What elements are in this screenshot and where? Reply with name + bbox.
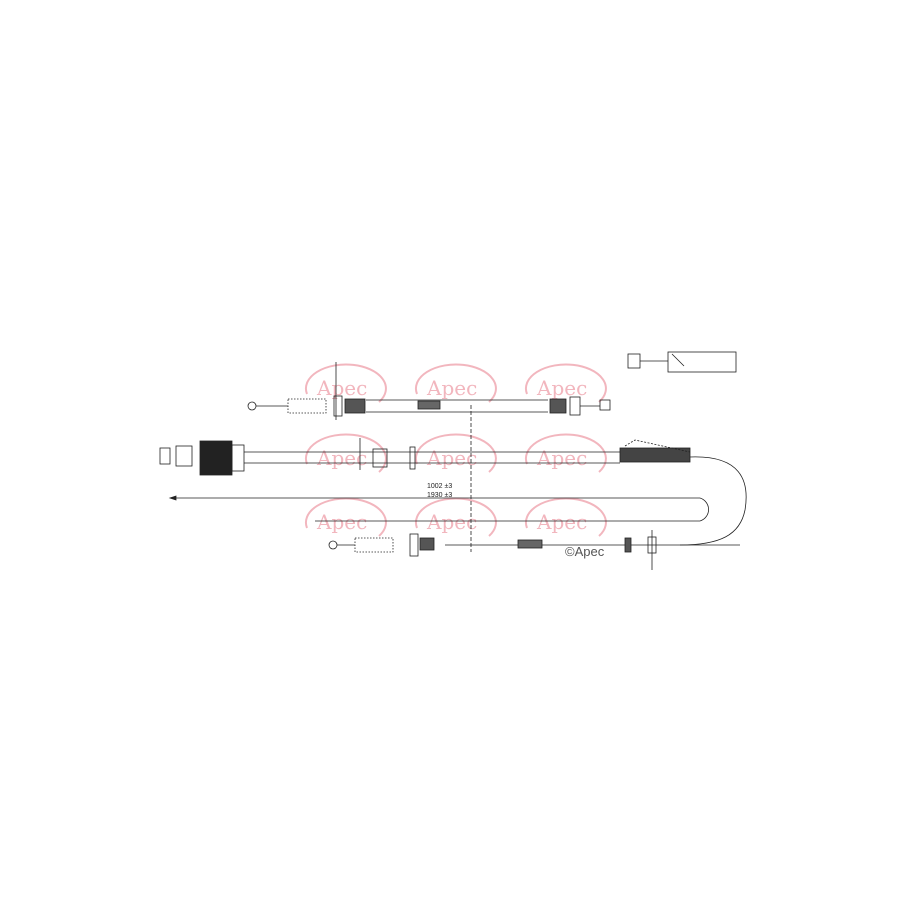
watermark-text: Apec: [536, 446, 587, 470]
watermark-arc: [414, 497, 497, 537]
watermark-text: Apec: [426, 510, 477, 534]
watermark-arc: [304, 497, 387, 537]
detail-inset: [627, 351, 737, 373]
watermark-text: Apec: [426, 376, 477, 400]
watermark-arc: [304, 433, 387, 473]
watermark-text: Apec: [316, 510, 367, 534]
watermark-arc: [524, 433, 607, 473]
watermark-arc: [414, 433, 497, 473]
dimension-1002: 1002 ±3: [427, 483, 452, 490]
watermark-arc: [524, 497, 607, 537]
watermark-text: Apec: [536, 376, 587, 400]
watermark-arc: [524, 363, 607, 403]
upper-cable: [247, 362, 611, 420]
watermark-arc: [414, 363, 497, 403]
copyright-text: ©Apec: [565, 544, 605, 559]
watermark-arc: [304, 363, 387, 403]
middle-cable: [159, 438, 747, 546]
watermark-text: Apec: [316, 446, 367, 470]
lower-cable: [328, 530, 740, 570]
watermark-text: Apec: [536, 510, 587, 534]
watermark-text: Apec: [426, 446, 477, 470]
dimension-lines: [168, 405, 709, 552]
dimension-1930: 1930 ±3: [427, 492, 452, 499]
